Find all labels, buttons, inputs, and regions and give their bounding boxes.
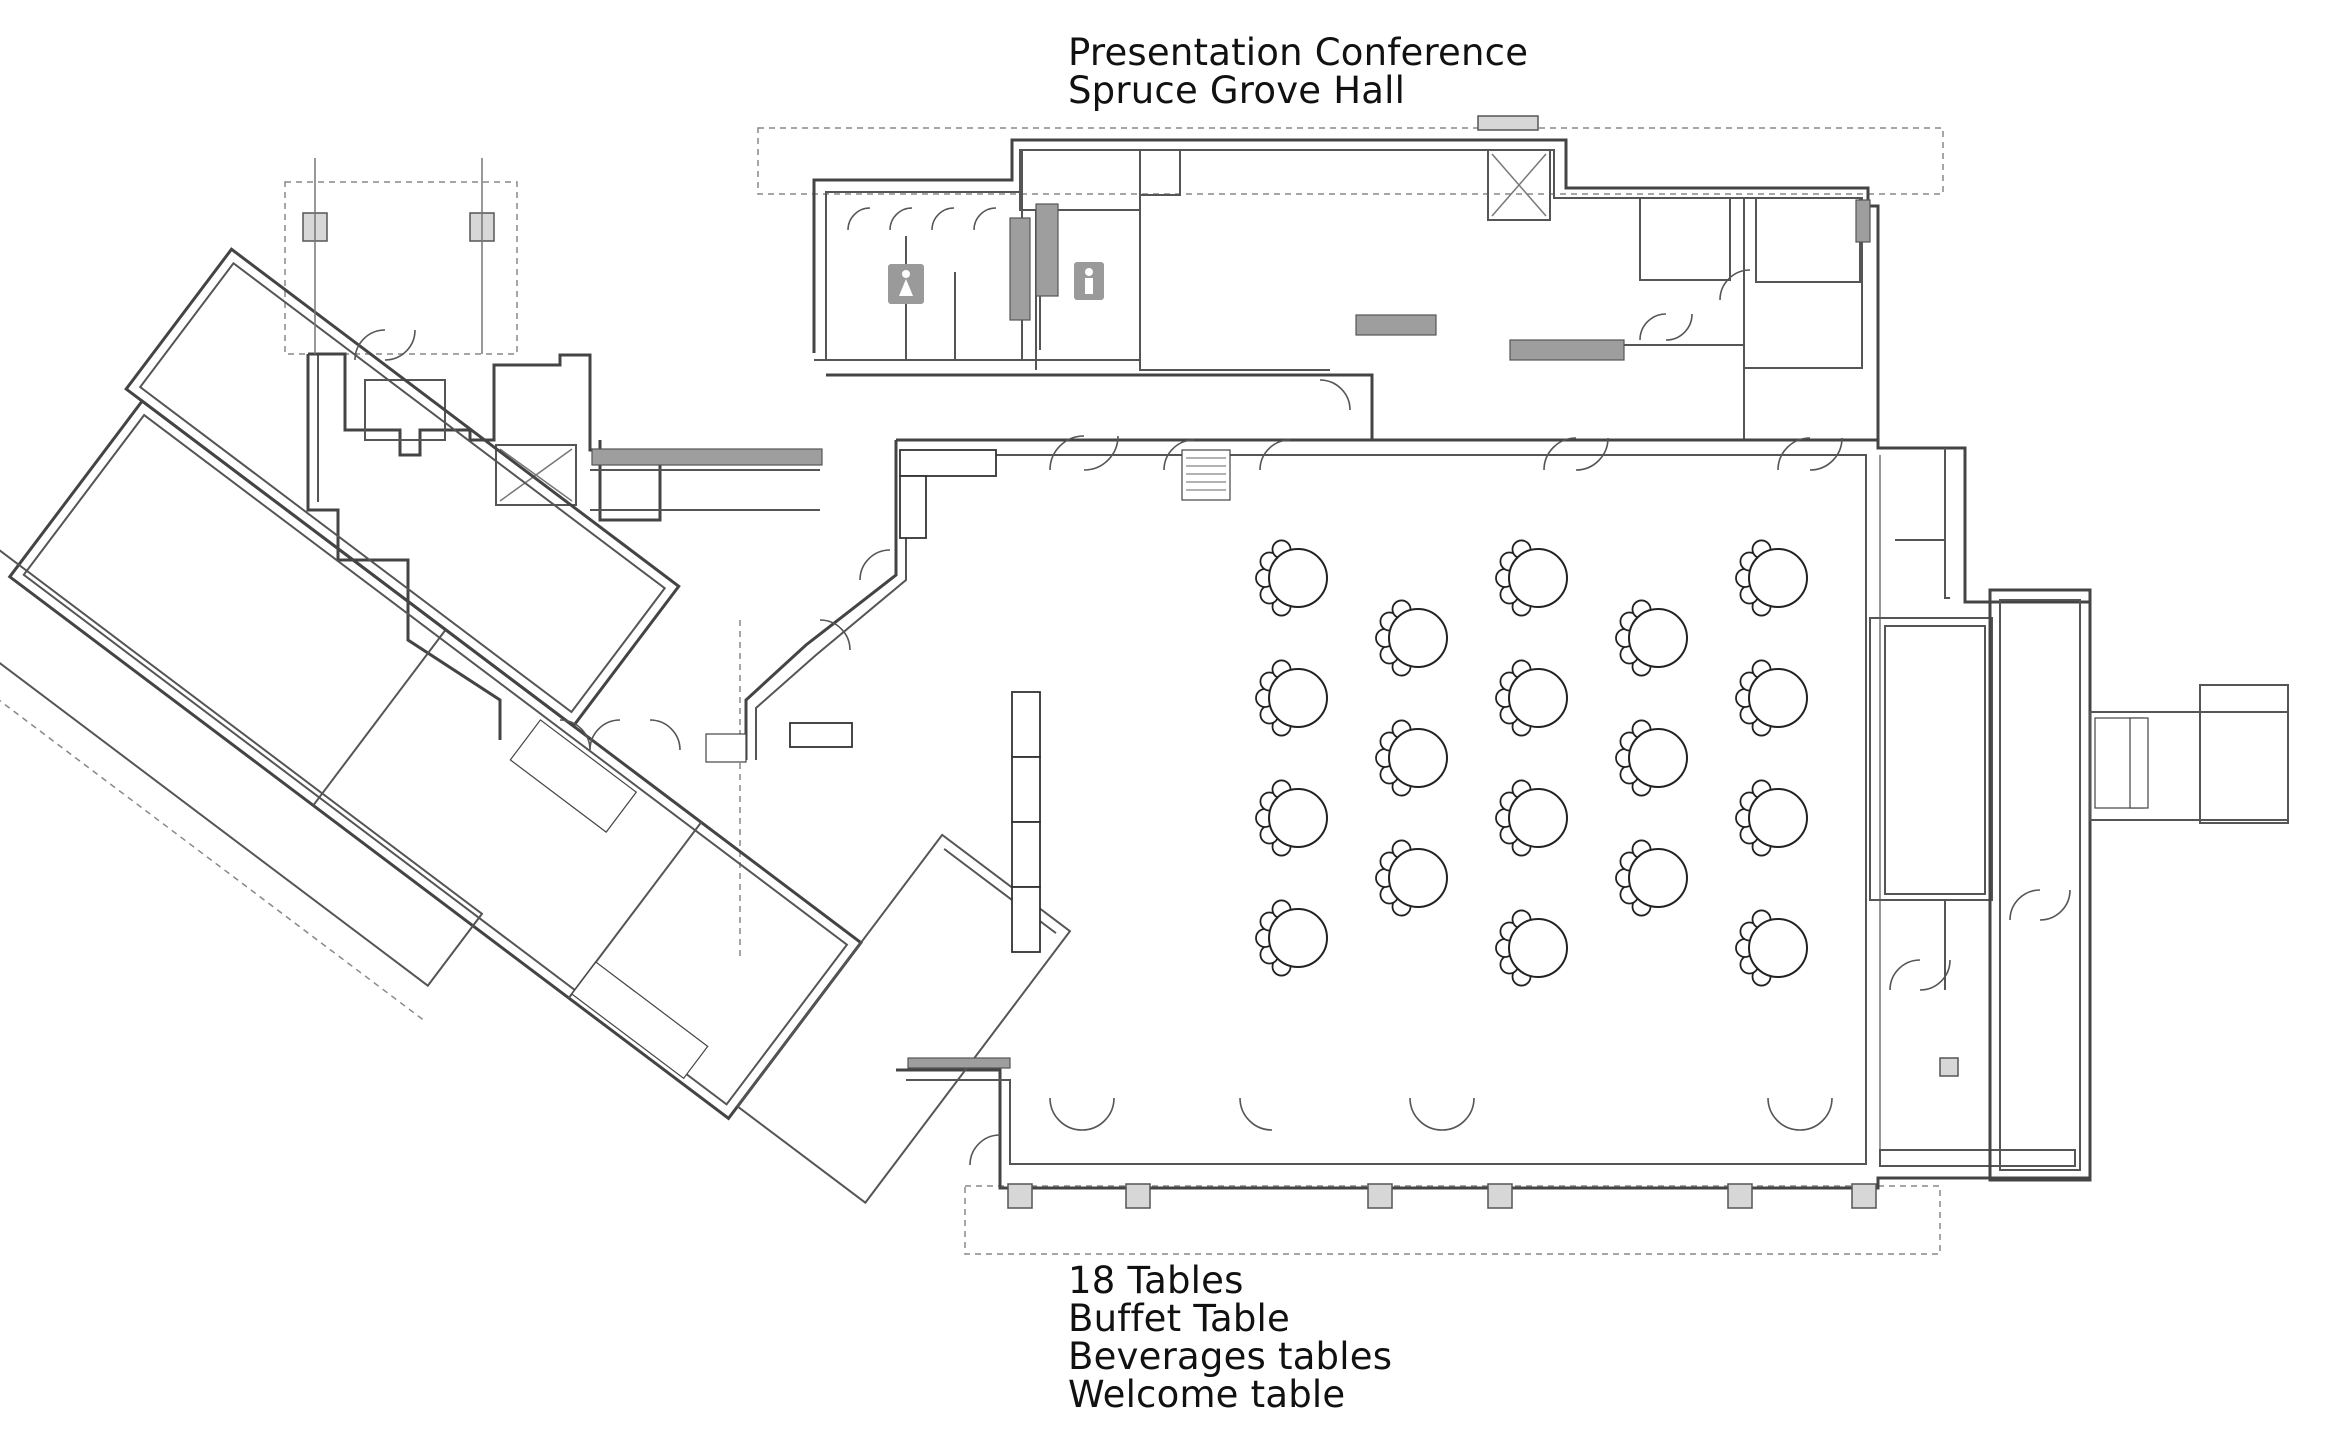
round-tables xyxy=(1255,539,1808,987)
table-top xyxy=(1508,918,1568,978)
title-line-2: Spruce Grove Hall xyxy=(1068,69,1406,112)
welcome-table xyxy=(789,722,853,748)
event-title: Presentation Conference Spruce Grove Hal… xyxy=(1068,34,1528,110)
bar-counter-return xyxy=(899,475,927,539)
round-table xyxy=(1735,659,1808,737)
table-top xyxy=(1748,668,1808,728)
columns xyxy=(1007,115,1959,1209)
round-table xyxy=(1255,899,1328,977)
round-table xyxy=(1375,839,1448,917)
welcome-and-bar-furniture xyxy=(789,449,997,748)
restrooms xyxy=(825,191,1104,361)
round-table xyxy=(1615,839,1688,917)
setup-legend: 18 Tables Buffet Table Beverages tables … xyxy=(1068,1262,1392,1414)
table-top xyxy=(1628,848,1688,908)
round-table xyxy=(1615,719,1688,797)
title-line-1: Presentation Conference xyxy=(1068,31,1529,74)
bar-counter xyxy=(899,449,997,477)
round-table xyxy=(1255,779,1328,857)
round-table xyxy=(1495,659,1568,737)
grey-counters xyxy=(591,199,1871,1069)
table-top xyxy=(1388,728,1448,788)
table-top xyxy=(1748,918,1808,978)
table-top xyxy=(1268,548,1328,608)
round-table xyxy=(1375,719,1448,797)
table-top xyxy=(1628,608,1688,668)
doors xyxy=(354,269,2071,1166)
table-top xyxy=(1268,908,1328,968)
round-table xyxy=(1495,539,1568,617)
table-top xyxy=(1508,788,1568,848)
round-table xyxy=(1615,599,1688,677)
table-top xyxy=(1508,548,1568,608)
round-table xyxy=(1255,659,1328,737)
legend-item: Beverages tables xyxy=(1068,1335,1393,1378)
round-table xyxy=(1735,779,1808,857)
round-table xyxy=(1735,539,1808,617)
table-top xyxy=(1508,668,1568,728)
outer-walls xyxy=(0,127,2289,1255)
round-table xyxy=(1735,909,1808,987)
round-table xyxy=(1255,539,1328,617)
buffet-table xyxy=(1011,691,1041,953)
stairs xyxy=(705,449,2149,809)
table-top xyxy=(1748,548,1808,608)
round-table xyxy=(1495,909,1568,987)
legend-item: Buffet Table xyxy=(1068,1297,1290,1340)
round-table xyxy=(1495,779,1568,857)
legend-item: 18 Tables xyxy=(1068,1259,1244,1302)
table-top xyxy=(1628,728,1688,788)
table-top xyxy=(1388,608,1448,668)
round-table xyxy=(1375,599,1448,677)
table-top xyxy=(1388,848,1448,908)
table-top xyxy=(1268,668,1328,728)
table-top xyxy=(1748,788,1808,848)
legend-item: Welcome table xyxy=(1068,1373,1346,1416)
table-top xyxy=(1268,788,1328,848)
